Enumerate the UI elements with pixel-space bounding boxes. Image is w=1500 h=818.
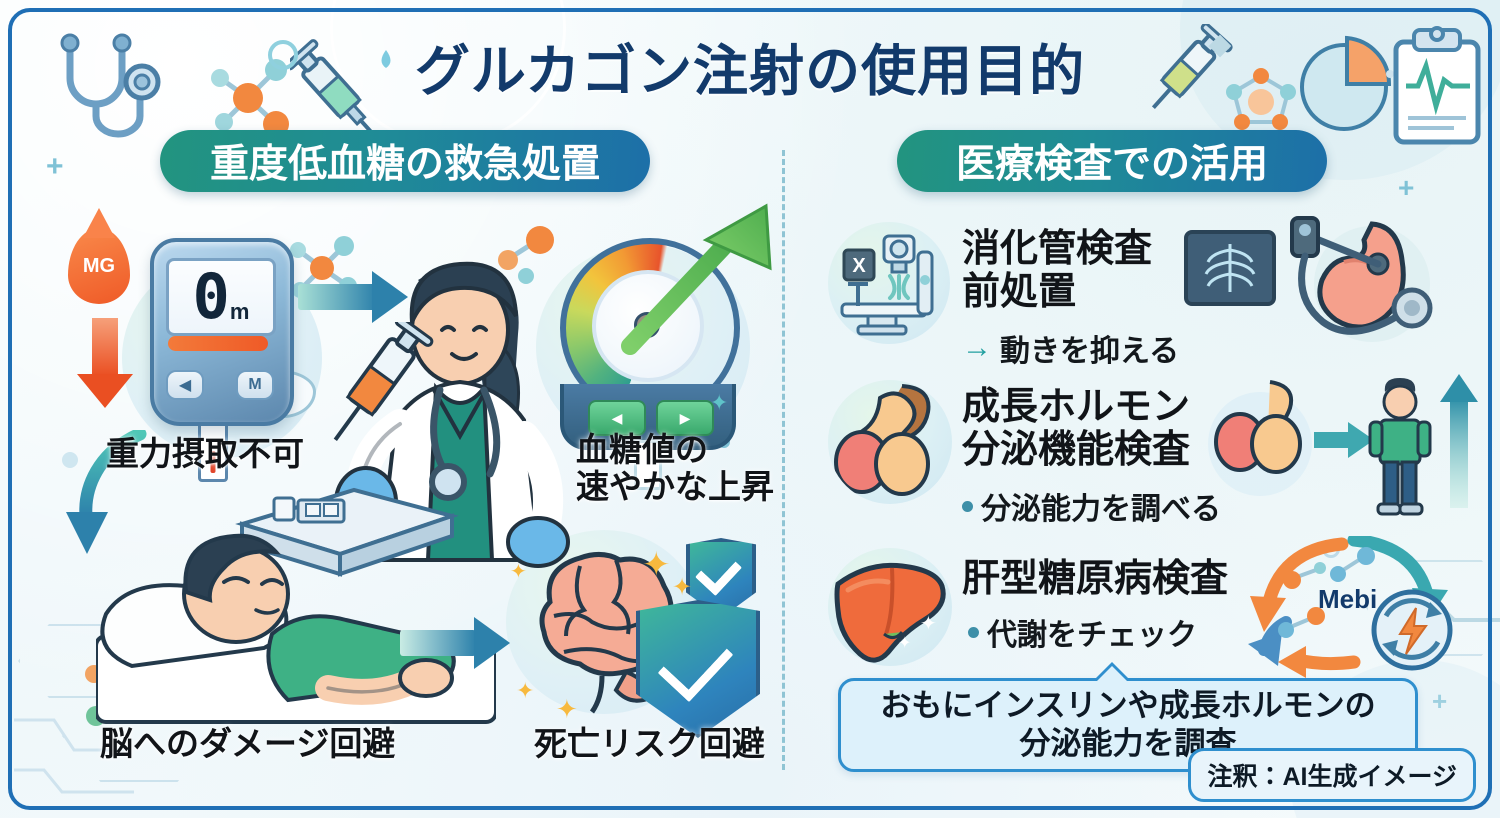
row-icon-xray-machine: X [828, 222, 950, 344]
row-title-gi-exam: 消化管検査 前処置 [962, 228, 1152, 315]
shield-large-icon [636, 600, 760, 738]
stethoscope-icon [60, 33, 161, 138]
meter-memory-button-label: M [248, 376, 262, 393]
summary-callout-text: おもにインスリンや成長ホルモンの 分泌能力を調査 [880, 687, 1375, 763]
metabolism-label: Mebi [1318, 584, 1377, 614]
arrow-right-2 [400, 617, 510, 669]
label-no-intake: 重力摂取不可 [106, 435, 304, 472]
clipboard-icon [1393, 26, 1481, 145]
blood-drop-icon: MG [68, 228, 130, 304]
glucose-meter-screen: 0 m [166, 258, 276, 336]
meter-left-button-label: ◀ [178, 377, 192, 394]
blood-drop-label: MG [82, 254, 116, 277]
label-brain-damage-avoid: 脳へのダメージ回避 [100, 725, 396, 762]
label-rapid-rise-line2: 速やかな上昇 [576, 467, 774, 505]
glucose-gauge: ◀ ▶ [546, 234, 756, 490]
molecule-icon-topright [1226, 68, 1296, 130]
sparkle-1: ✦ [642, 546, 671, 584]
growth-person-icon [1208, 374, 1478, 516]
bubble-deco-2 [1386, 70, 1394, 78]
row-icon-liver [828, 548, 952, 666]
sparkle-3: ✦ [510, 561, 527, 583]
row-title-liver-test-line1: 肝型糖原病検査 [962, 558, 1229, 600]
gauge-left-key[interactable]: ◀ [588, 400, 646, 436]
circle-outline-deco [268, 40, 298, 70]
label-rapid-rise-line1: 血糖値の [576, 431, 708, 468]
row-sub-liver-test-text: 代謝をチェック [987, 619, 1197, 652]
section-header-right: 医療検査での活用 [897, 130, 1327, 192]
medical-tray [235, 487, 459, 577]
metabolism-cycle-icon: Mebi [1248, 536, 1453, 678]
syringe-icon-topleft [290, 39, 391, 134]
plus-deco-right-2: + [1432, 686, 1448, 716]
xray-machine-icon: X [840, 234, 934, 336]
gauge-strip [634, 440, 662, 490]
bullet-dot-icon-row3 [968, 626, 979, 638]
page-title: グルカゴン注射の使用目的 [414, 40, 1086, 102]
sparkle-2: ✦ [672, 574, 693, 601]
row-title-liver-test: 肝型糖原病検査 [962, 558, 1228, 601]
row-sub-gi-exam: → 動きを抑える [962, 326, 1179, 370]
sparkle-5: ✦ [556, 694, 578, 724]
annotation-badge: 注釈：AI生成イメージ [1188, 748, 1476, 802]
xray-film-icon [1184, 230, 1276, 306]
section-header-left: 重度低血糖の救急処置 [160, 130, 650, 192]
sparkle-4: ✦ [516, 678, 535, 703]
arrow-right-1 [298, 271, 408, 323]
svg-text:X: X [852, 255, 866, 277]
row-icon-pituitary [828, 380, 952, 504]
plus-deco-right: + [1398, 172, 1415, 203]
arrow-curve-teal [66, 430, 147, 554]
check-icon-large [657, 625, 733, 702]
glucose-level-bar [168, 336, 268, 351]
glucose-value: 0 [192, 260, 230, 333]
arrow-up-green [621, 203, 772, 355]
liver-icon [834, 562, 946, 663]
plus-deco-left: + [46, 150, 64, 183]
row-title-gh-test-line1: 成長ホルモン [962, 386, 1191, 428]
panel-divider [782, 150, 785, 770]
patient-illustration [96, 533, 496, 724]
syringe-in-hand-icon [333, 322, 434, 441]
row-title-gi-exam-line1: 消化管検査 [962, 228, 1153, 270]
wave-deco-left [14, 718, 134, 794]
sparkle-gauge-1: ✦ [710, 390, 729, 415]
row-sub-gh-test: 分泌能力を調べる [962, 484, 1221, 528]
summary-callout: おもにインスリンや成長ホルモンの 分泌能力を調査 [838, 662, 1418, 772]
gauge-right-key[interactable]: ▶ [656, 400, 714, 436]
arrow-down-orange [92, 318, 118, 376]
molecule-icon-gauge [498, 226, 554, 284]
meter-left-button[interactable]: ◀ [166, 370, 204, 400]
row-title-gh-test: 成長ホルモン 分泌機能検査 [962, 386, 1190, 473]
strip-blood-mark [210, 451, 216, 473]
row-sub-liver-test: 代謝をチェック [968, 610, 1197, 654]
row-title-gi-exam-line2: 前処置 [962, 271, 1077, 314]
arrow-right-icon-row1: → [962, 331, 992, 364]
row-sub-gh-test-text: 分泌能力を調べる [981, 493, 1221, 526]
label-death-risk-avoid: 死亡リスク回避 [534, 725, 765, 762]
dot-deco-1 [62, 452, 78, 468]
row-sub-gi-exam-text: 動きを抑える [1000, 335, 1180, 368]
bullet-dot-icon-row2 [962, 500, 973, 512]
pie-chart-icon [1300, 35, 1392, 131]
summary-callout-line1: おもにインスリンや成長ホルモンの [880, 688, 1376, 724]
meter-memory-button[interactable]: M [236, 370, 274, 400]
sparkle-liver-1: ✦ [920, 613, 937, 635]
label-rapid-rise: 血糖値の 速やかな上昇 [576, 431, 774, 506]
stomach-endoscope-icon [1290, 216, 1433, 342]
sparkle-liver-2: ✦ [898, 635, 912, 652]
check-icon-small [694, 548, 742, 597]
row-title-gh-test-line2: 分泌機能検査 [962, 429, 1191, 472]
pituitary-gland-icon [834, 384, 931, 496]
glucose-unit: m [229, 299, 250, 324]
